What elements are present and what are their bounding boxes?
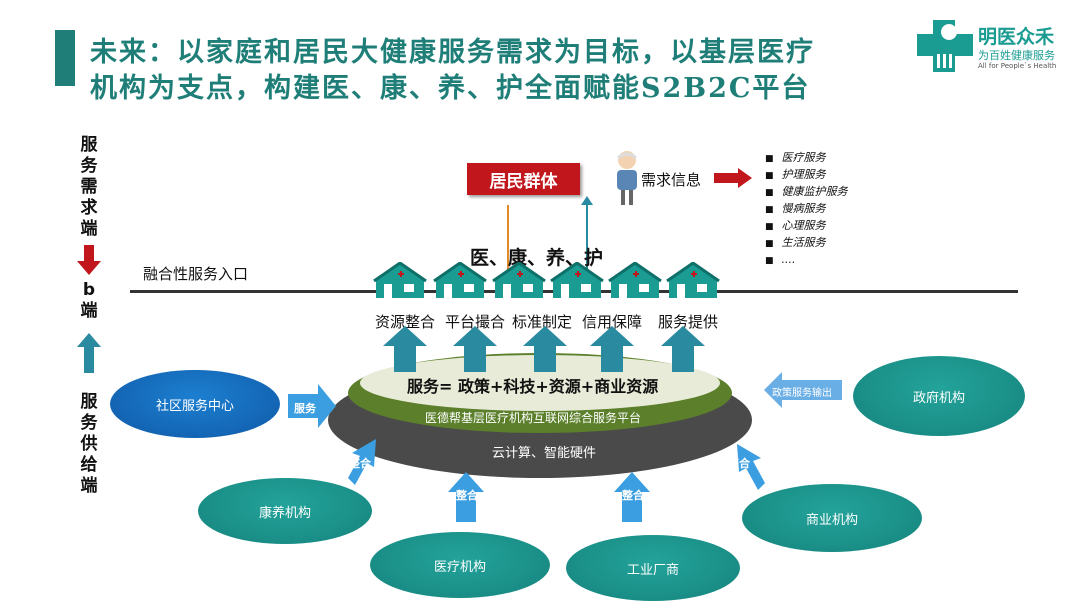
house-icon: [550, 262, 604, 298]
down-arrow-icon: [77, 245, 101, 279]
house-icon: [492, 262, 546, 298]
house-icon: [373, 262, 427, 298]
integrate-arrow: [448, 472, 484, 522]
platform-top-ellipse: [360, 355, 720, 411]
demand-list: 医疗服务 护理服务 健康监护服务 慢病服务 心理服务 生活服务 ....: [765, 150, 848, 269]
logo-name: 明医众禾: [978, 26, 1055, 48]
integrate-label: 整合: [349, 457, 371, 470]
axis-supply-label: 服务供给端: [80, 392, 98, 496]
demand-info-label: 需求信息: [641, 171, 702, 189]
logo-english: All for People`s Health: [978, 62, 1057, 70]
house-icon: [608, 262, 662, 298]
axis-demand-label: 服务需求端: [80, 135, 98, 239]
function-label: 服务提供: [658, 313, 719, 331]
function-up-arrow: [453, 326, 497, 372]
function-label: 资源整合: [375, 313, 436, 331]
list-item: 生活服务: [765, 235, 848, 252]
integrate-arrow: [348, 439, 376, 485]
node-government: 政府机构: [853, 356, 1025, 436]
function-label: 平台撮合: [445, 313, 506, 331]
title-accent-bar: [55, 30, 75, 86]
service-arrow: [288, 384, 336, 428]
service-arrow-label: 服务: [294, 402, 316, 415]
function-up-arrow: [523, 326, 567, 372]
list-item: 慢病服务: [765, 201, 848, 218]
title-line-1: 未来：以家庭和居民大健康服务需求为目标，以基层医疗: [90, 37, 815, 68]
list-item: 心理服务: [765, 218, 848, 235]
platform-base-label: 云计算、智能硬件: [492, 446, 597, 461]
four-services-label: 医、康、养、护: [470, 247, 604, 269]
logo-slogan: 为百姓健康服务: [978, 49, 1055, 62]
list-item: 健康监护服务: [765, 184, 848, 201]
platform-middle-label: 医德帮基层医疗机构互联网综合服务平台: [425, 411, 642, 425]
integrate-label: 整合: [622, 489, 644, 502]
policy-arrow-label: 政策服务输出: [772, 388, 832, 399]
node-medical: 医疗机构: [370, 532, 550, 598]
integrate-label: 整合: [728, 457, 750, 470]
elder-person-icon: [613, 150, 641, 210]
entry-label: 融合性服务入口: [143, 265, 249, 283]
orange-connector: [507, 205, 509, 277]
axis-b-label: b端: [80, 280, 98, 321]
logo-cross-icon: [915, 18, 975, 74]
policy-arrow: [764, 372, 842, 408]
title-line-2: 机构为支点，构建医、康、养、护全面赋能S2B2C平台: [90, 73, 811, 104]
list-item: 医疗服务: [765, 150, 848, 167]
platform-formula: 服务= 政策+科技+资源+商业资源: [407, 377, 659, 396]
house-icon: [666, 262, 720, 298]
node-community: 社区服务中心: [110, 370, 280, 438]
node-industrial: 工业厂商: [566, 535, 740, 601]
house-icon: [433, 262, 487, 298]
up-arrow-icon: [77, 333, 101, 377]
houses: [373, 262, 720, 298]
list-item: 护理服务: [765, 167, 848, 184]
residents-box: 居民群体: [467, 163, 580, 195]
function-up-arrow: [590, 326, 634, 372]
right-arrow-icon: [714, 168, 752, 192]
node-commercial: 商业机构: [742, 484, 922, 552]
integrate-arrow: [737, 444, 765, 490]
function-label: 标准制定: [512, 313, 573, 331]
teal-up-arrow-icon: [581, 196, 593, 280]
integrate-arrow: [614, 472, 650, 522]
integrate-label: 整合: [456, 489, 478, 502]
function-label: 信用保障: [582, 313, 643, 331]
function-up-arrow: [383, 326, 427, 372]
function-up-arrow: [661, 326, 705, 372]
node-kangyang: 康养机构: [198, 478, 372, 544]
list-item: ....: [765, 252, 848, 269]
